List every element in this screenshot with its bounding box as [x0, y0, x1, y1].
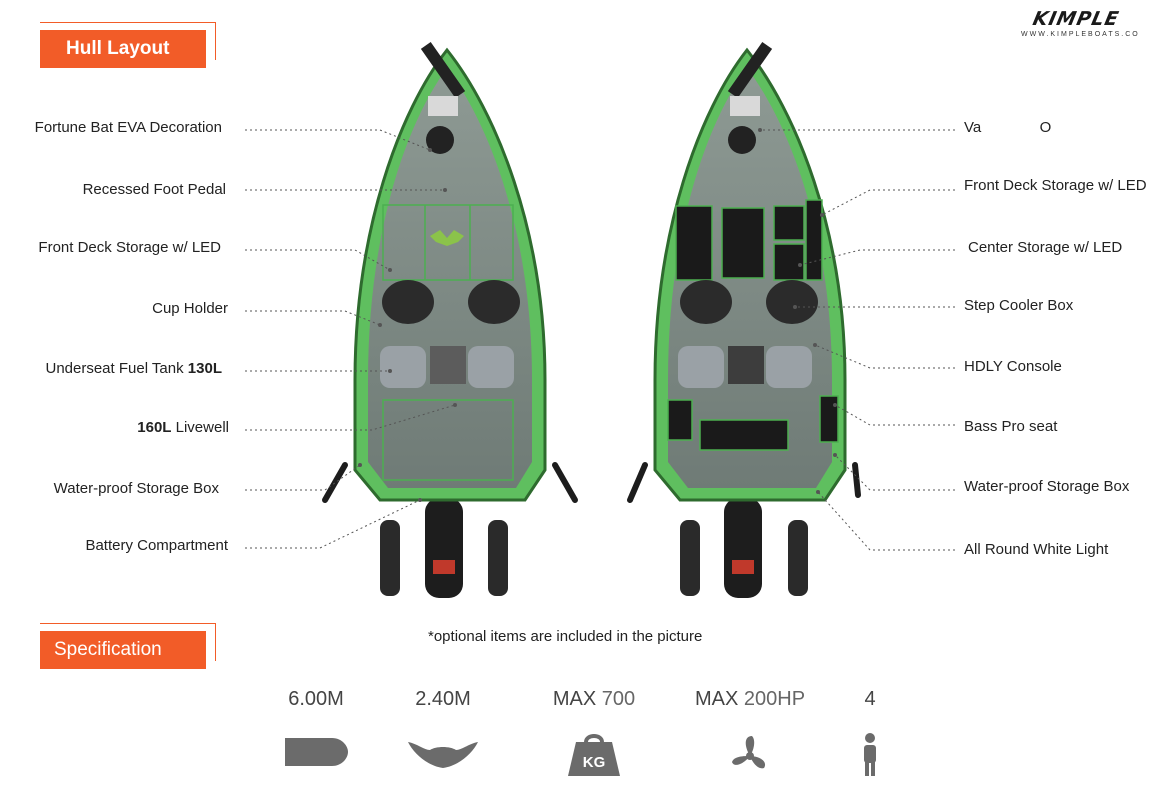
right-boat	[627, 41, 861, 598]
left-boat	[322, 41, 578, 598]
spec-persons-value: 4	[864, 688, 876, 710]
spec-capacity-prefix: MAX	[552, 688, 602, 710]
spec-beam: 2.40M	[406, 686, 480, 772]
specification-title: Specification	[40, 631, 206, 669]
helm-seats-right	[678, 346, 812, 388]
label-battery-compartment: Battery Compartment	[85, 537, 228, 554]
livewell-capacity: 160L	[137, 419, 172, 436]
label-recessed-foot-pedal: Recessed Foot Pedal	[82, 181, 226, 198]
label-hdly-console: HDLY Console	[964, 358, 1062, 375]
trolling-motor-right	[727, 41, 773, 154]
tag-outline	[40, 623, 216, 661]
label-cup-holder: Cup Holder	[152, 300, 228, 317]
outboard-motor-left	[425, 498, 463, 598]
bow-seats-right	[680, 280, 818, 324]
spec-persons: 4	[856, 686, 884, 778]
brand-logo[interactable]: KIMPLE WWW.KIMPLEBOATS.CO	[1021, 8, 1140, 38]
propeller-icon	[732, 736, 766, 769]
fuel-tank-text: Underseat Fuel Tank	[45, 360, 188, 377]
label-front-deck-storage-left: Front Deck Storage w/ LED	[38, 239, 221, 256]
specification-tag: Specification	[40, 623, 216, 669]
label-livewell: 160L Livewell	[0, 419, 229, 437]
spec-horsepower: MAX 200HP	[690, 686, 810, 778]
fuel-tank-capacity: 130L	[187, 360, 222, 377]
spec-capacity: MAX 700 KG	[546, 686, 642, 778]
helm-seats-left	[380, 346, 514, 388]
label-step-cooler-box: Step Cooler Box	[964, 297, 1074, 314]
tag-outline	[40, 22, 216, 60]
spec-capacity-value: MAX 700	[546, 686, 642, 712]
trolling-motor-left	[420, 41, 466, 154]
spec-horsepower-prefix: MAX	[694, 688, 744, 710]
left-leader-lines	[245, 129, 456, 549]
right-leader-dots	[758, 128, 837, 494]
optional-items-note: *optional items are included in the pict…	[428, 628, 703, 645]
spec-horsepower-value: MAX 200HP	[690, 686, 810, 712]
hull-layout-tag: Hull Layout	[40, 22, 216, 68]
label-underseat-fuel-tank: Underseat Fuel Tank 130L	[0, 360, 222, 378]
label-center-storage: Center Storage w/ LED	[968, 239, 1123, 256]
beam-icon	[408, 742, 478, 768]
spec-horsepower-number: 200HP	[743, 688, 806, 710]
brand-url: WWW.KIMPLEBOATS.CO	[1021, 31, 1140, 38]
weight-kg-icon: KG	[568, 734, 620, 776]
outboard-motor-right	[724, 498, 762, 598]
left-leader-dots	[358, 148, 457, 502]
spec-capacity-number: 700	[601, 688, 636, 710]
label-bass-pro-seat: Bass Pro seat	[964, 418, 1058, 435]
person-icon	[864, 733, 876, 776]
livewell-text: Livewell	[171, 419, 229, 436]
label-va-o: Va O	[964, 119, 1052, 136]
spec-length: 6.00M	[280, 686, 352, 772]
label-all-round-white-light: All Round White Light	[964, 541, 1109, 558]
jack-plate-left	[380, 520, 508, 596]
length-icon	[285, 738, 348, 766]
label-water-proof-storage-left: Water-proof Storage Box	[53, 480, 219, 497]
bat-decoration-left	[430, 230, 464, 246]
jack-plate-right	[680, 520, 808, 596]
right-leader-lines	[760, 129, 955, 551]
label-front-deck-storage-right: Front Deck Storage w/ LED	[964, 177, 1147, 194]
label-water-proof-storage-right: Water-proof Storage Box	[964, 478, 1130, 495]
bow-seats-left	[382, 280, 520, 324]
spec-length-value: 6.00M	[288, 688, 344, 710]
spec-beam-value: 2.40M	[415, 688, 471, 710]
weight-kg-icon-text: KG	[583, 754, 606, 771]
label-fortune-bat-eva-decoration: Fortune Bat EVA Decoration	[34, 119, 222, 136]
hull-layout-title: Hull Layout	[40, 30, 206, 68]
